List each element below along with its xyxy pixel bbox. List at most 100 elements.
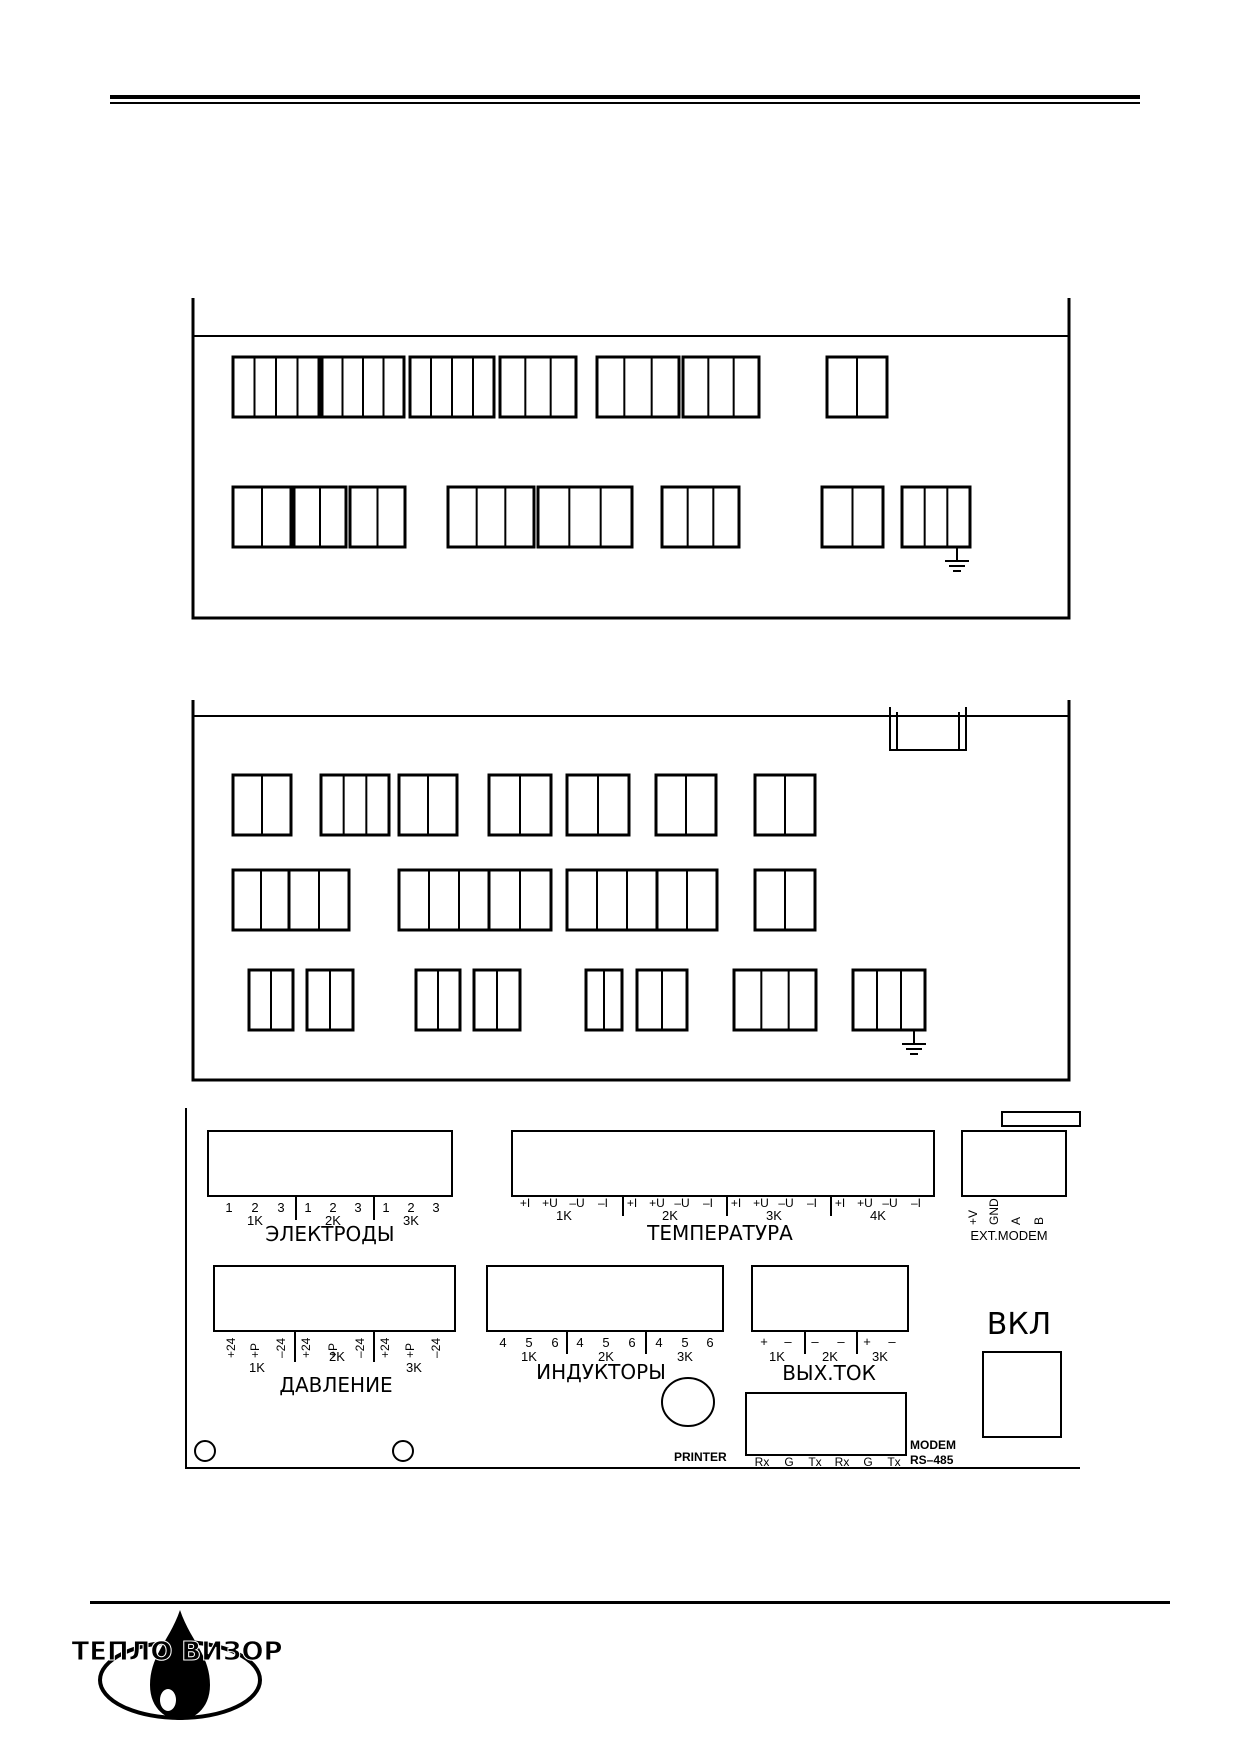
pin-label: Tx bbox=[808, 1455, 821, 1469]
pin-label: 6 bbox=[706, 1335, 713, 1350]
pin-label: 1 bbox=[304, 1200, 311, 1215]
pin-label: 1 bbox=[225, 1200, 232, 1215]
mount-hole-left bbox=[194, 1440, 216, 1462]
pin-label: GND bbox=[987, 1198, 1001, 1225]
pin-label: 3 bbox=[432, 1200, 439, 1215]
pin-label: G bbox=[863, 1455, 872, 1469]
group-label: 3K bbox=[872, 1349, 888, 1364]
terminal-panel-middle bbox=[191, 700, 1071, 1082]
pin-label: –U bbox=[674, 1196, 689, 1210]
header-rule bbox=[110, 95, 1140, 104]
temperature-title: ТЕМПЕРАТУРА bbox=[646, 1221, 793, 1245]
terminal-block bbox=[319, 773, 391, 837]
pressure-title: ДАВЛЕНИЕ bbox=[279, 1373, 392, 1397]
pin-label: 5 bbox=[602, 1335, 609, 1350]
terminal-block bbox=[498, 355, 578, 419]
pin-label: +U bbox=[542, 1196, 558, 1210]
pin-label: + bbox=[863, 1334, 871, 1349]
pin-label: +24 bbox=[299, 1337, 313, 1358]
temperature-pin-labels: +I +U –U –I +I +U –U –I +I +U –U –I +I +… bbox=[520, 1196, 921, 1245]
ground-icon bbox=[902, 1030, 926, 1055]
terminal-block bbox=[732, 968, 818, 1032]
terminal-block bbox=[595, 355, 681, 419]
pin-label: – bbox=[888, 1334, 896, 1349]
inductors-connector bbox=[486, 1265, 724, 1332]
output-current-connector bbox=[751, 1265, 909, 1332]
electrodes-title: ЭЛЕКТРОДЫ bbox=[265, 1222, 394, 1246]
pin-label: –I bbox=[598, 1196, 608, 1210]
pin-label: Rx bbox=[835, 1455, 850, 1469]
pin-label: 2 bbox=[251, 1200, 258, 1215]
round-indicator bbox=[661, 1377, 715, 1427]
ext-modem-pin-labels: +V GND A B EXT.MODEM bbox=[966, 1198, 1048, 1243]
power-switch bbox=[982, 1351, 1062, 1438]
output-current-title: ВЫХ.ТОК bbox=[782, 1361, 876, 1385]
group-label: 3K bbox=[406, 1360, 422, 1375]
ext-modem-connector bbox=[961, 1130, 1067, 1197]
pin-label: A bbox=[1009, 1217, 1023, 1225]
group-label: 3K bbox=[766, 1208, 782, 1223]
company-logo: ТЕПЛО ВИЗОР bbox=[71, 1610, 283, 1720]
serial-connector bbox=[745, 1392, 907, 1456]
logo-text-right: ВИЗОР bbox=[181, 1637, 282, 1667]
pin-label: Tx bbox=[887, 1455, 900, 1469]
terminal-block bbox=[397, 868, 491, 932]
temperature-connector bbox=[511, 1130, 935, 1197]
connector-panel bbox=[185, 1108, 1081, 1469]
pin-label: 3 bbox=[354, 1200, 361, 1215]
pressure-pin-labels: +24 +P –24 +24 +P –24 +24 +P –24 1K 2K 3… bbox=[224, 1337, 443, 1397]
terminal-block bbox=[900, 485, 972, 549]
modem-label: MODEM bbox=[910, 1438, 956, 1452]
terminal-blocks-top bbox=[231, 355, 972, 572]
pin-label: –U bbox=[778, 1196, 793, 1210]
pin-label: 2 bbox=[407, 1200, 414, 1215]
group-label: 2K bbox=[598, 1349, 614, 1364]
group-label: 1K bbox=[521, 1349, 537, 1364]
pin-label: –I bbox=[807, 1196, 817, 1210]
electrodes-pin-labels: 1 2 3 1 2 3 1 2 3 1K 2K 3K ЭЛЕКТРОДЫ bbox=[225, 1200, 439, 1246]
pin-label: +I bbox=[627, 1196, 637, 1210]
terminal-block bbox=[851, 968, 927, 1032]
pin-label: –U bbox=[569, 1196, 584, 1210]
pin-label: 5 bbox=[681, 1335, 688, 1350]
pin-label: +P bbox=[248, 1343, 262, 1358]
pin-label: +P bbox=[403, 1343, 417, 1358]
printer-label: PRINTER bbox=[674, 1450, 727, 1464]
pin-label: –24 bbox=[429, 1338, 443, 1358]
pin-label: 5 bbox=[525, 1335, 532, 1350]
pin-label: 4 bbox=[576, 1335, 583, 1350]
terminal-panel-top bbox=[191, 298, 1071, 620]
mount-hole-right bbox=[392, 1440, 414, 1462]
pin-label: +24 bbox=[378, 1337, 392, 1358]
pin-label: +I bbox=[731, 1196, 741, 1210]
pin-label: B bbox=[1032, 1217, 1046, 1225]
serial-pin-labels: PRINTER MODEM RS–485 Rx G Tx Rx G Tx bbox=[674, 1438, 956, 1469]
pin-label: Rx bbox=[755, 1455, 770, 1469]
pin-label: – bbox=[811, 1334, 819, 1349]
pin-label: 4 bbox=[655, 1335, 662, 1350]
pin-label: – bbox=[784, 1334, 792, 1349]
group-label: 2K bbox=[329, 1349, 345, 1364]
group-label: 2K bbox=[325, 1213, 341, 1228]
pin-label: 3 bbox=[277, 1200, 284, 1215]
pin-label: +U bbox=[753, 1196, 769, 1210]
output-current-pin-labels: + – – – + – 1K 2K 3K ВЫХ.ТОК bbox=[760, 1334, 896, 1385]
pin-label: –I bbox=[911, 1196, 921, 1210]
pin-label: –I bbox=[703, 1196, 713, 1210]
footer-rule bbox=[90, 1601, 1170, 1604]
ground-icon bbox=[945, 547, 969, 572]
pin-label: 6 bbox=[551, 1335, 558, 1350]
inductors-title: ИНДУКТОРЫ bbox=[536, 1360, 666, 1384]
pin-label: +I bbox=[835, 1196, 845, 1210]
group-label: 1K bbox=[247, 1213, 263, 1228]
pin-label: +V bbox=[966, 1210, 980, 1225]
pin-label: 1 bbox=[382, 1200, 389, 1215]
pin-label: –U bbox=[882, 1196, 897, 1210]
terminal-block bbox=[681, 355, 761, 419]
inductors-pin-labels: 4 5 6 4 5 6 4 5 6 1K 2K 3K ИНДУКТОРЫ bbox=[499, 1335, 713, 1384]
pin-label: 2 bbox=[329, 1200, 336, 1215]
pin-label: +I bbox=[520, 1196, 530, 1210]
pin-label: + bbox=[760, 1334, 768, 1349]
group-label: 3K bbox=[677, 1349, 693, 1364]
